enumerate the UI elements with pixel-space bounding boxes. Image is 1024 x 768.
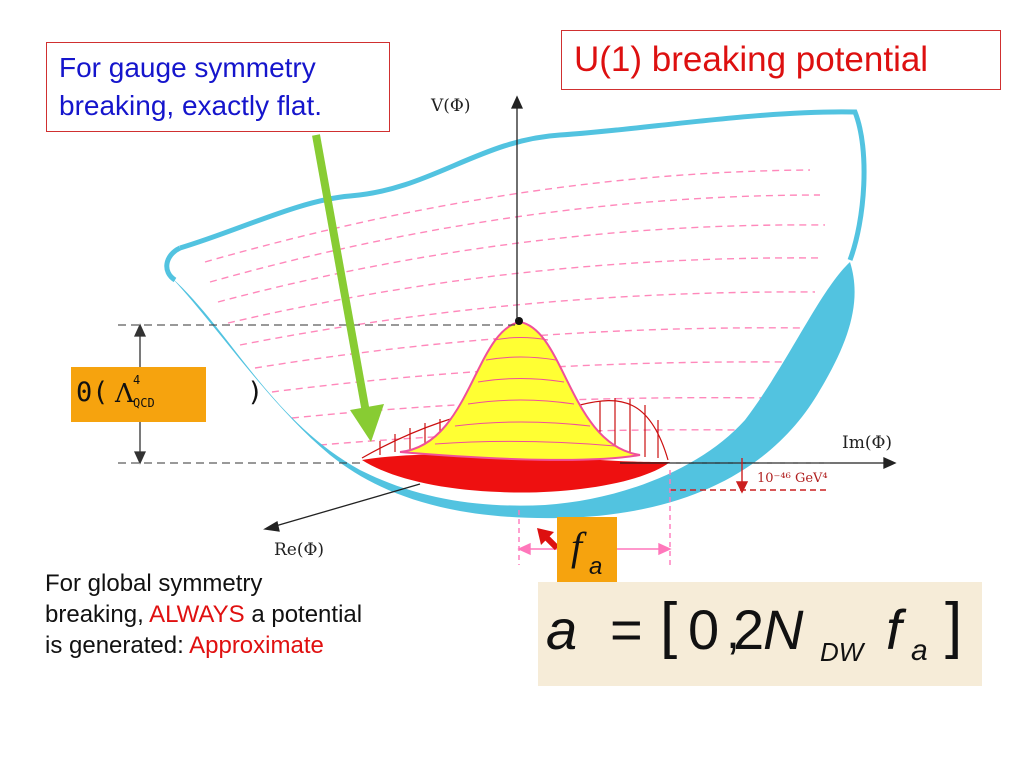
qcd-sub: QCD [133,396,155,410]
valley-band [362,454,670,493]
formula-num1: 0 [688,598,720,661]
global-note-line3: is generated: Approximate [45,630,525,661]
gauge-note-line2: breaking, exactly flat. [59,90,323,121]
formula-eq: = [610,598,643,661]
fa-box: f a [557,517,617,585]
global-note-line2-a: breaking, [45,601,150,628]
global-note: For global symmetry breaking, ALWAYS a p… [45,568,525,661]
fa-f: f [571,524,583,569]
formula-a: a [911,634,928,667]
green-arrow-icon [312,134,384,442]
global-note-approximate: Approximate [189,632,324,659]
formula-var: a [546,598,578,661]
formula-num2: 2 [733,598,765,661]
hump-contours [434,337,616,447]
global-note-line2: breaking, ALWAYS a potential [45,599,525,630]
formula-dw: DW [820,637,864,667]
v-axis-label: V(Φ) [431,96,471,116]
formula-f: f [886,598,902,661]
qcd-scale-box: 0( Λ 4 QCD ) [71,367,263,422]
formula-rbracket: ] [945,591,963,660]
global-note-always: ALWAYS [149,601,245,628]
global-note-line3-a: is generated: [45,632,190,659]
qcd-sup: 4 [133,373,141,387]
formula-comma: , [726,603,740,659]
title-box: U(1) breaking potential [561,30,1001,90]
re-axis-label: Re(Φ) [274,540,325,560]
fa-sub: a [589,553,603,580]
reference-dashes [118,324,830,464]
central-hump [399,320,641,461]
im-axis-label: Im(Φ) [842,433,893,453]
gauge-note-line1: For gauge symmetry [59,52,316,83]
qcd-close: ) [247,377,264,408]
qcd-open: 0( [76,377,109,408]
qcd-lambda: Λ [115,379,134,409]
energy-scale-label: 10⁻⁴⁶ GeV⁴ [757,471,828,486]
page-title: U(1) breaking potential [574,40,929,79]
gauge-note-box: For gauge symmetry breaking, exactly fla… [46,42,390,132]
bowl-left-lip [164,245,182,283]
global-note-line1: For global symmetry [45,570,263,597]
energy-marker [670,458,830,494]
global-note-line2-c: a potential [244,601,363,628]
red-arrow-icon [537,528,560,551]
bowl-rim [179,109,867,261]
formula-lbracket: [ [660,591,678,660]
formula-box: a = [ 0 , 2 N DW f a ] [538,582,982,686]
formula-n: N [763,598,804,661]
hump-peak-dot [515,317,523,325]
